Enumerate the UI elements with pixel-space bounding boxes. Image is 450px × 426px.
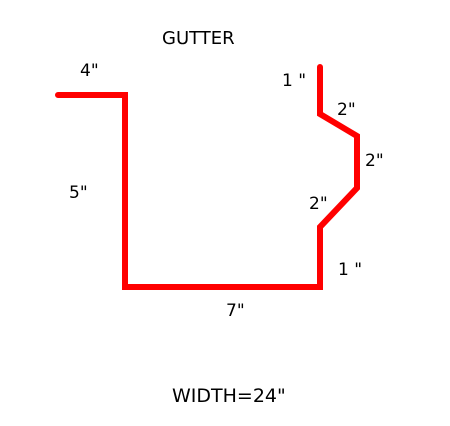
front-vertical-dimension: 2" <box>365 151 384 171</box>
top-flange-dimension: 4" <box>80 61 99 81</box>
front-top-dimension: 1 " <box>282 71 306 91</box>
front-bottom-dimension: 1 " <box>338 260 362 280</box>
front-upper-diagonal-dimension: 2" <box>337 100 356 120</box>
bottom-width-dimension: 7" <box>226 301 245 321</box>
front-lower-diagonal-dimension: 2" <box>309 194 328 214</box>
back-height-dimension: 5" <box>69 183 88 203</box>
total-width-label: WIDTH=24" <box>172 385 286 407</box>
diagram-title: GUTTER <box>162 28 235 49</box>
gutter-profile-line <box>55 64 360 290</box>
